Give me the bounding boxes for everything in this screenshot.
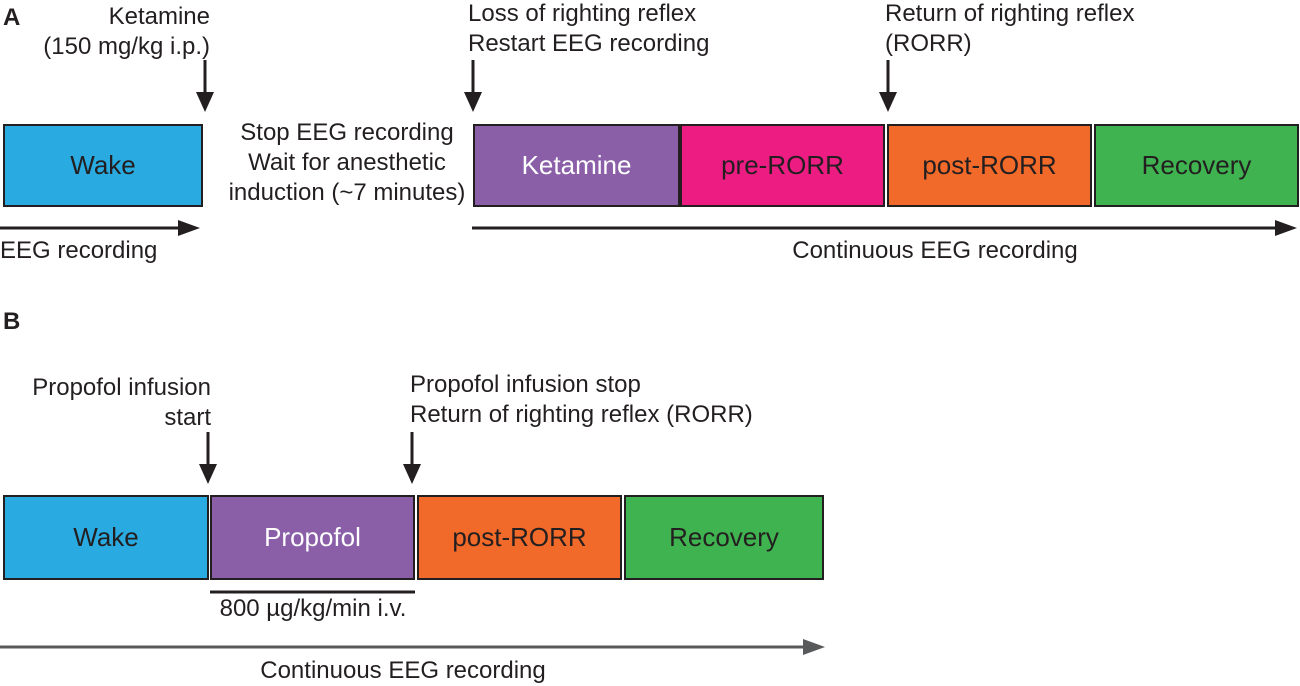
- continuous-eeg-arrow-a: [472, 220, 1297, 236]
- phase-b-post-rorr: post-RORR: [417, 495, 622, 580]
- phase-b-recovery-label: Recovery: [669, 522, 779, 552]
- stop-recording-note: Stop EEG recording Wait for anesthetic i…: [228, 119, 466, 206]
- eeg-recording-arrow: [0, 220, 200, 236]
- phase-b-propofol-label: Propofol: [264, 522, 361, 552]
- lorr-arrow: [464, 60, 482, 112]
- propofol-start-label: Propofol infusion start: [32, 374, 211, 431]
- propofol-stop-label: Propofol infusion stop Return of rightin…: [410, 371, 753, 428]
- panel-a-label: A: [3, 4, 21, 31]
- phase-a-wake-label: Wake: [70, 150, 136, 180]
- phase-b-post-rorr-label: post-RORR: [452, 522, 587, 552]
- rorr-arrow: [879, 60, 897, 112]
- phase-a-pre-rorr: pre-RORR: [680, 124, 885, 207]
- phase-b-recovery: Recovery: [624, 495, 824, 580]
- propofol-stop-arrow: [403, 432, 421, 484]
- lorr-annotation: Loss of righting reflex Restart EEG reco…: [468, 0, 710, 57]
- panel-b-label: B: [3, 308, 21, 335]
- phase-a-post-rorr: post-RORR: [887, 124, 1092, 207]
- phase-a-ketamine: Ketamine: [473, 124, 680, 207]
- phase-a-recovery: Recovery: [1094, 124, 1299, 207]
- continuous-eeg-arrow-b: [0, 639, 825, 655]
- propofol-dose-label: 800 µg/kg/min i.v.: [219, 595, 407, 622]
- phase-a-recovery-label: Recovery: [1141, 150, 1252, 180]
- phase-b-propofol: Propofol: [210, 495, 415, 580]
- phase-a-post-rorr-label: post-RORR: [922, 150, 1057, 180]
- rorr-annotation: Return of righting reflex (RORR): [885, 0, 1135, 57]
- phase-a-wake: Wake: [3, 124, 203, 207]
- ketamine-injection-arrow: [196, 60, 214, 112]
- phase-a-ketamine-label: Ketamine: [521, 150, 632, 180]
- propofol-start-arrow: [199, 432, 217, 484]
- eeg-recording-label: EEG recording: [0, 237, 158, 264]
- continuous-eeg-label-a: Continuous EEG recording: [792, 237, 1078, 264]
- phase-a-pre-rorr-label: pre-RORR: [721, 150, 844, 180]
- ketamine-injection-label: Ketamine (150 mg/kg i.p.): [43, 3, 210, 60]
- continuous-eeg-label-b: Continuous EEG recording: [260, 657, 546, 684]
- phase-b-wake: Wake: [3, 495, 209, 580]
- phase-b-wake-label: Wake: [73, 522, 139, 552]
